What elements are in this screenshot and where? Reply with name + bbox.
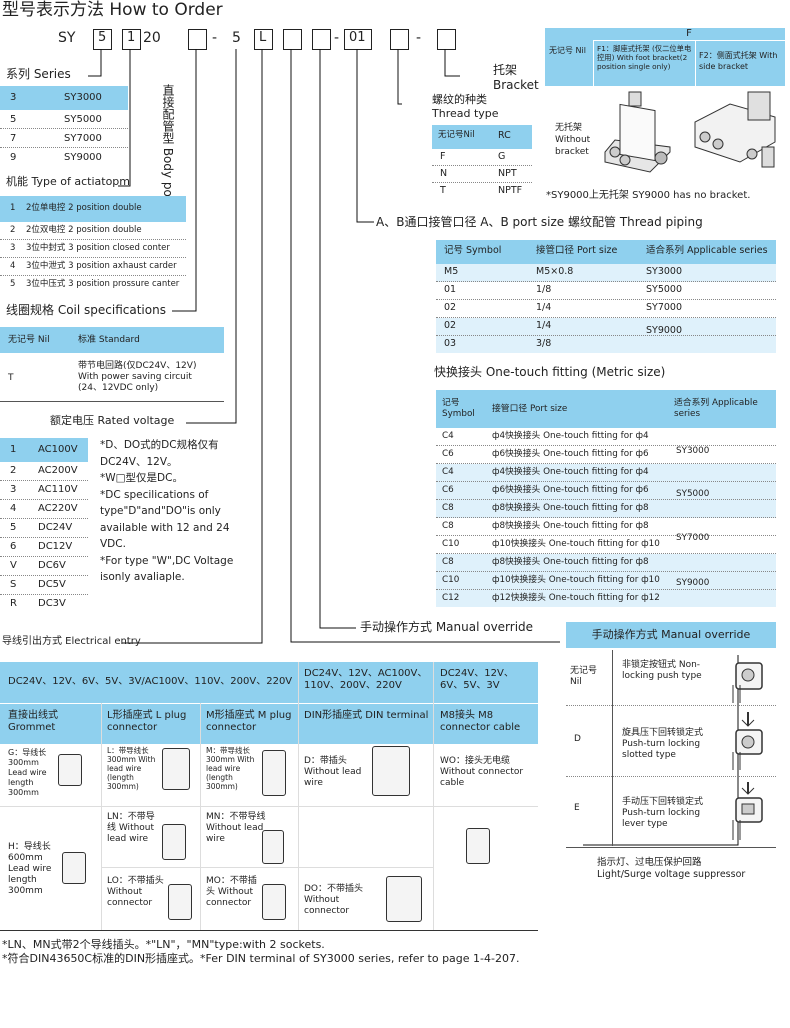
code-box-body: 1 <box>122 29 141 50</box>
manual-slotted-icon <box>732 712 763 770</box>
body-ported-label: 直接配管型 Body ported <box>161 84 175 222</box>
code-box-port: 01 <box>344 29 372 50</box>
port-heading: A、B通口接管口径 A、B port size 螺纹配管 Thread pipi… <box>376 215 703 229</box>
code-box-function <box>188 29 207 50</box>
l-plug-icon <box>162 748 190 790</box>
coil-heading: 线圈规格 Coil specifications <box>6 303 166 317</box>
m-plug-icon <box>262 750 286 796</box>
mn-icon <box>262 830 284 864</box>
grommet-g: G：导线长300mm Lead wire length 300mm <box>8 748 47 797</box>
m8-connector-icon <box>466 828 490 864</box>
page-title: 型号表示方法 How to Order <box>2 0 223 20</box>
manual-label: 手动操作方式 Manual override <box>360 620 534 634</box>
lo-icon <box>168 884 192 920</box>
valve-f2-icon <box>694 91 776 168</box>
code-box-thread <box>390 29 409 50</box>
fitting-heading: 快换接头 One-touch fitting (Metric size) <box>434 365 666 379</box>
code-box-voltage: L <box>254 29 273 50</box>
din-terminal-icon <box>372 746 410 796</box>
electrical-table: DC24V、12V、6V、5V、3V/AC100V、110V、200V、220V… <box>0 662 538 930</box>
do-icon <box>386 876 422 922</box>
manual-nonlocking-icon <box>732 662 763 703</box>
valve-f1-icon <box>604 91 671 173</box>
bracket-label-cn: 托架 <box>493 63 518 77</box>
ln-icon <box>162 824 186 860</box>
fitting-table: 记号 Symbol 接管口径 Port size 适合系列 Applicable… <box>436 390 776 607</box>
footnotes: *LN、MN式带2个导线插头。*"LN"，"MN"type:with 2 soc… <box>2 938 520 965</box>
series-heading: 系列 Series <box>6 67 71 81</box>
code-box-entry <box>283 29 302 50</box>
function-heading: 机能 Type of actiatopm <box>6 175 130 188</box>
grommet-g-icon <box>58 754 82 786</box>
grommet-h: H：导线长600mm Lead wire length 300mm <box>8 842 52 896</box>
electrical-heading: 导线引出方式 Electrical entry <box>2 636 141 647</box>
code-box-manual <box>312 29 331 50</box>
code-box-bracket <box>437 29 456 50</box>
port-table: 记号 Symbol 接管口径 Port size 适合系列 Applicable… <box>436 240 776 353</box>
thread-label-cn: 螺纹的种类 <box>432 93 487 106</box>
manual-lever-icon <box>732 782 763 840</box>
bracket-table: F 无记号 Nil F1：脚座式托架 (仅二位单电控用) With foot b… <box>545 28 785 86</box>
manual-table: 无记号 Nil 非锁定按钮式 Non-locking push type D 旋… <box>566 650 776 848</box>
code-box-series: 5 <box>93 29 112 50</box>
voltage-heading: 额定电压 Rated voltage <box>50 414 175 427</box>
bracket-note: *SY9000上无托架 SY9000 has no bracket. <box>546 190 751 201</box>
thread-label-en: Thread type <box>432 107 499 120</box>
mo-icon <box>262 884 286 920</box>
grommet-h-icon <box>62 852 86 884</box>
manual-header: 手动操作方式 Manual override <box>566 622 776 648</box>
bracket-label-en: Bracket <box>493 78 539 92</box>
